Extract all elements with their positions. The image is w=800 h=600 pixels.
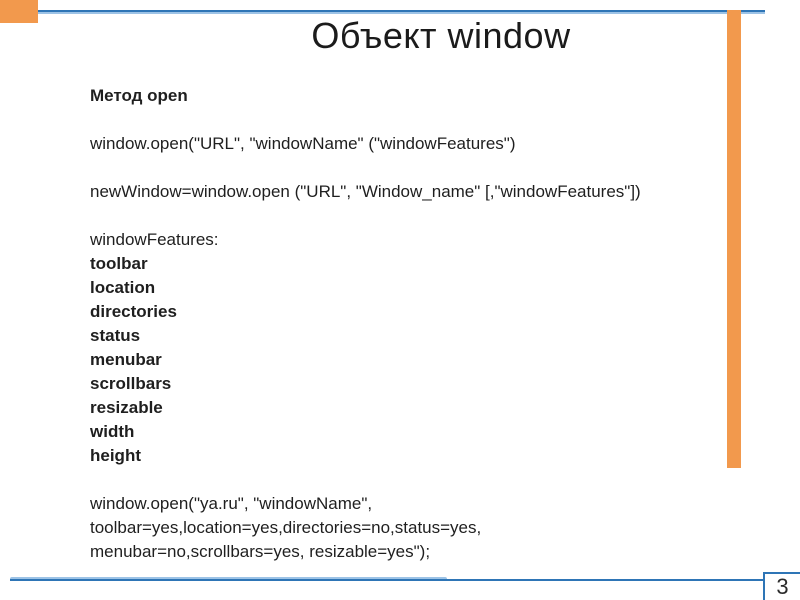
- body-line: resizable: [90, 398, 163, 417]
- body-line: width: [90, 422, 135, 441]
- body-line: menubar=no,scrollbars=yes, resizable=yes…: [90, 542, 431, 561]
- body-line: directories: [90, 302, 177, 321]
- bottom-rule-dark: [10, 579, 763, 581]
- page-number: 3: [776, 574, 789, 599]
- body-line: window.open("URL", "windowName" ("window…: [90, 134, 516, 153]
- body-line: [90, 204, 750, 228]
- body-text-block: Метод open window.open("URL", "windowName…: [90, 84, 750, 564]
- body-line: toolbar=yes,location=yes,directories=no,…: [90, 518, 482, 537]
- body-line: location: [90, 278, 156, 297]
- body-line: Метод open: [90, 86, 188, 105]
- body-line: [90, 468, 750, 492]
- right-accent-bar: [727, 10, 741, 468]
- body-line: menubar: [90, 350, 162, 369]
- page-title: Объект window: [311, 15, 571, 56]
- body-line: [90, 156, 750, 180]
- top-rule-line: [38, 10, 765, 14]
- body-line: newWindow=window.open ("URL", "Window_na…: [90, 182, 641, 201]
- body-line: scrollbars: [90, 374, 172, 393]
- page-number-box: 3: [763, 572, 800, 600]
- body-line: window.open("ya.ru", "windowName",: [90, 494, 373, 513]
- body-line: [90, 108, 750, 132]
- body-line: status: [90, 326, 141, 345]
- body-line: toolbar: [90, 254, 148, 273]
- body-line: height: [90, 446, 141, 465]
- corner-accent-square: [0, 0, 38, 23]
- body-line: windowFeatures:: [90, 230, 219, 249]
